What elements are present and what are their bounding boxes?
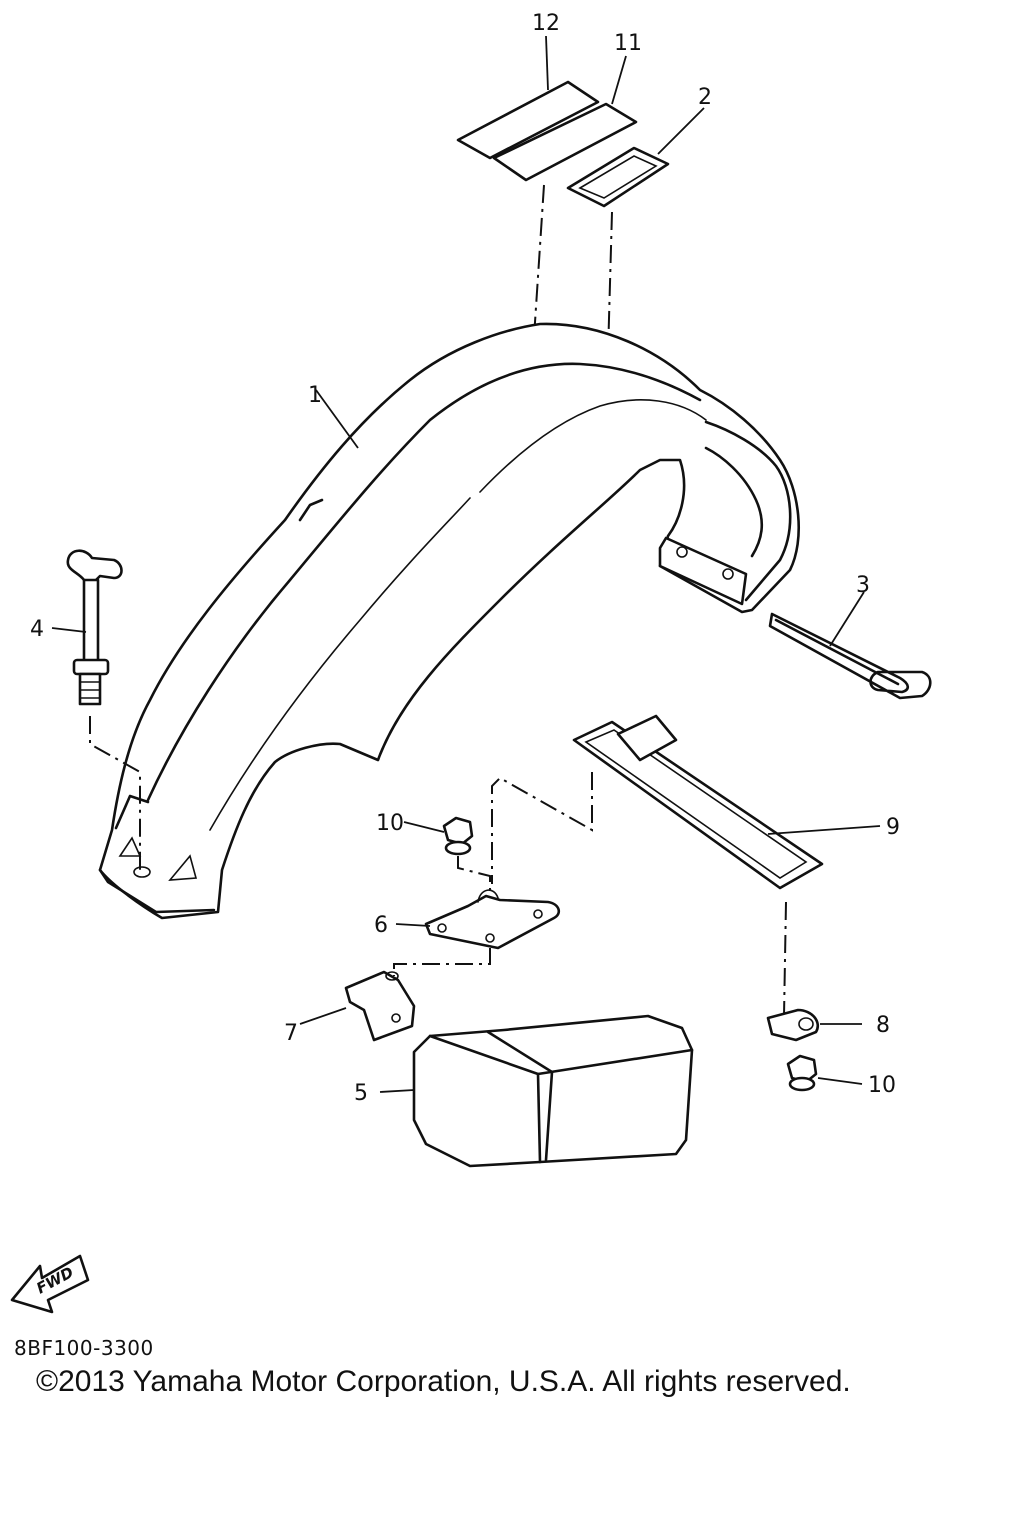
bracket-small-7[interactable] xyxy=(344,970,416,1042)
callout-6: 6 xyxy=(374,913,388,938)
fender-1[interactable] xyxy=(98,322,800,920)
diagram-code: 8BF100-3300 xyxy=(14,1336,154,1360)
clip-8[interactable] xyxy=(766,1008,819,1042)
fwd-arrow-icon: FWD xyxy=(10,1254,90,1314)
callout-4: 4 xyxy=(30,617,44,642)
nut-10-upper[interactable] xyxy=(442,816,474,856)
callout-12: 12 xyxy=(532,11,560,36)
callout-9: 9 xyxy=(886,815,900,840)
wing-bolt-4[interactable] xyxy=(66,549,123,706)
callout-10-upper: 10 xyxy=(376,811,404,836)
decal-12[interactable] xyxy=(456,80,600,160)
callout-3: 3 xyxy=(856,573,870,598)
nut-10-lower[interactable] xyxy=(786,1054,818,1092)
callout-5: 5 xyxy=(354,1081,368,1106)
copyright-notice: ©2013 Yamaha Motor Corporation, U.S.A. A… xyxy=(36,1365,851,1398)
battery-band-9[interactable] xyxy=(572,714,824,890)
callout-1: 1 xyxy=(308,383,322,408)
battery-5[interactable] xyxy=(412,1014,694,1168)
callout-11: 11 xyxy=(614,31,642,56)
bracket-plate-6[interactable] xyxy=(424,889,561,950)
emblem-frame-2[interactable] xyxy=(566,146,670,208)
decal-11[interactable] xyxy=(492,102,638,182)
callout-8: 8 xyxy=(876,1013,890,1038)
rod-3[interactable] xyxy=(768,612,932,700)
callout-2: 2 xyxy=(698,85,712,110)
callout-7: 7 xyxy=(284,1021,298,1046)
callout-10-lower: 10 xyxy=(868,1073,896,1098)
